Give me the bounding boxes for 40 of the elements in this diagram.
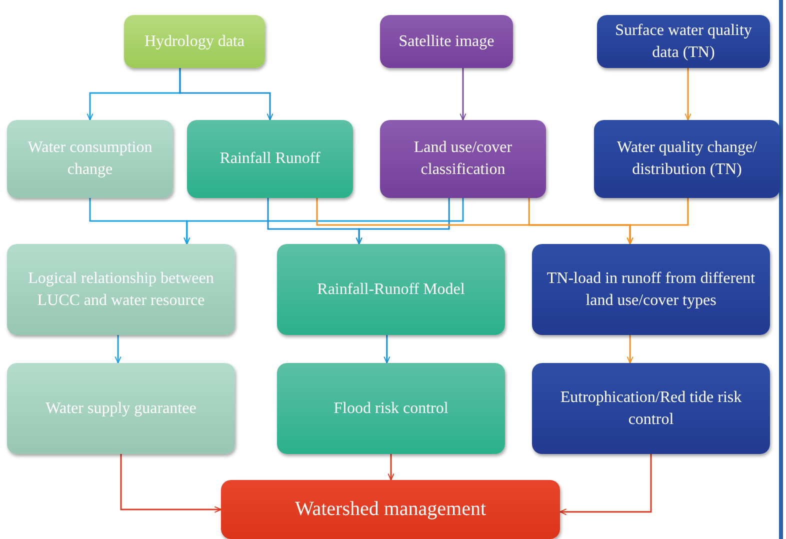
box-label: Water consumption change — [26, 138, 154, 180]
box-label: Rainfall-Runoff Model — [316, 280, 466, 300]
box-label: TN-load in runoff from different land use/cover types — [546, 268, 756, 310]
arrow — [384, 335, 390, 364]
box-label: Water supply guarantee — [44, 398, 198, 419]
arrow — [626, 335, 634, 364]
process-box — [597, 15, 770, 68]
process-box — [187, 120, 353, 198]
arrow — [114, 335, 122, 364]
box-label: Land use/cover classification — [412, 138, 514, 180]
arrow — [388, 454, 394, 480]
box-label: Hydrology data — [144, 32, 246, 52]
process-box — [277, 244, 505, 335]
process-box — [532, 363, 770, 454]
box-label: Satellite image — [398, 32, 496, 52]
arrow — [356, 198, 450, 244]
arrow — [560, 454, 652, 516]
box-label: Logical relationship between LUCC and water resource — [27, 268, 215, 310]
process-box — [380, 15, 513, 68]
process-box — [380, 120, 546, 198]
arrow — [120, 454, 222, 513]
arrow — [184, 198, 464, 244]
process-box — [221, 480, 560, 539]
arrow — [460, 68, 466, 120]
box-label: Water quality change/ distribution (TN) — [616, 138, 758, 180]
box-label: Flood risk control — [332, 398, 450, 419]
arrow — [179, 68, 274, 120]
process-box — [7, 244, 235, 335]
process-box — [7, 363, 235, 454]
box-label: Rainfall Runoff — [218, 149, 322, 170]
process-box — [594, 120, 780, 198]
arrow — [626, 198, 689, 244]
process-box — [124, 15, 265, 68]
process-box — [532, 244, 770, 335]
arrow — [684, 68, 692, 120]
process-box — [7, 120, 173, 198]
process-box — [277, 363, 505, 454]
box-label: Eutrophication/Red tide risk control — [559, 388, 743, 430]
box-label: Watershed management — [294, 497, 488, 522]
box-label: Surface water quality data (TN) — [614, 20, 753, 62]
